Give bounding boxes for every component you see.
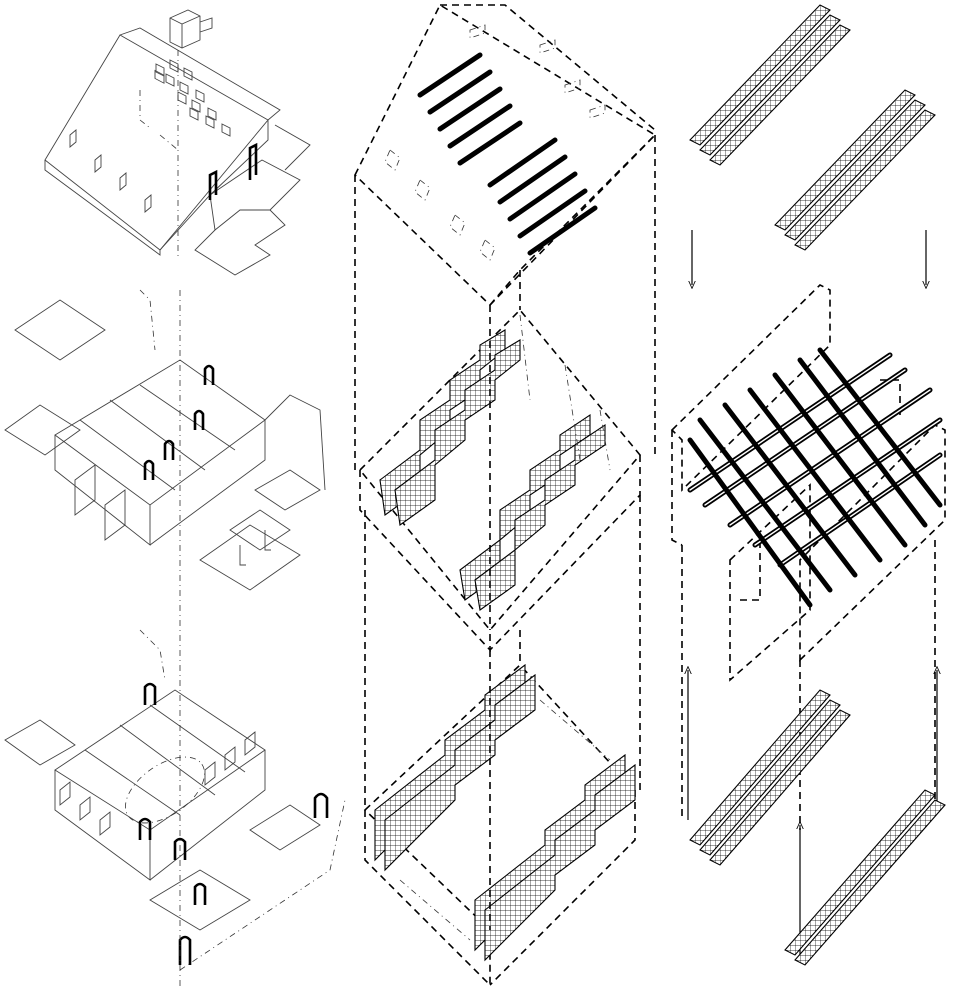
ground-floor-panels <box>374 663 636 962</box>
building-ground-floor-layer <box>4 620 346 990</box>
assembly-frame-grid <box>670 284 946 830</box>
chimney <box>169 9 213 49</box>
building-upper-floor-layer <box>4 289 326 620</box>
frame-bars <box>687 347 943 608</box>
assembly-lower-panel-stacks <box>689 689 946 966</box>
roof-windows <box>69 59 231 213</box>
building-roof-layer <box>44 9 311 276</box>
panel-roof-layer <box>354 3 657 307</box>
panel-ground-floor-layer <box>363 663 637 987</box>
down-arrows <box>692 230 926 285</box>
panel-connectors <box>354 135 656 930</box>
roof-panels <box>417 52 598 256</box>
assembly-upper-panel-stacks <box>689 4 936 251</box>
upper-floor-panels <box>379 329 606 611</box>
panel-upper-floor-layer <box>358 308 642 653</box>
